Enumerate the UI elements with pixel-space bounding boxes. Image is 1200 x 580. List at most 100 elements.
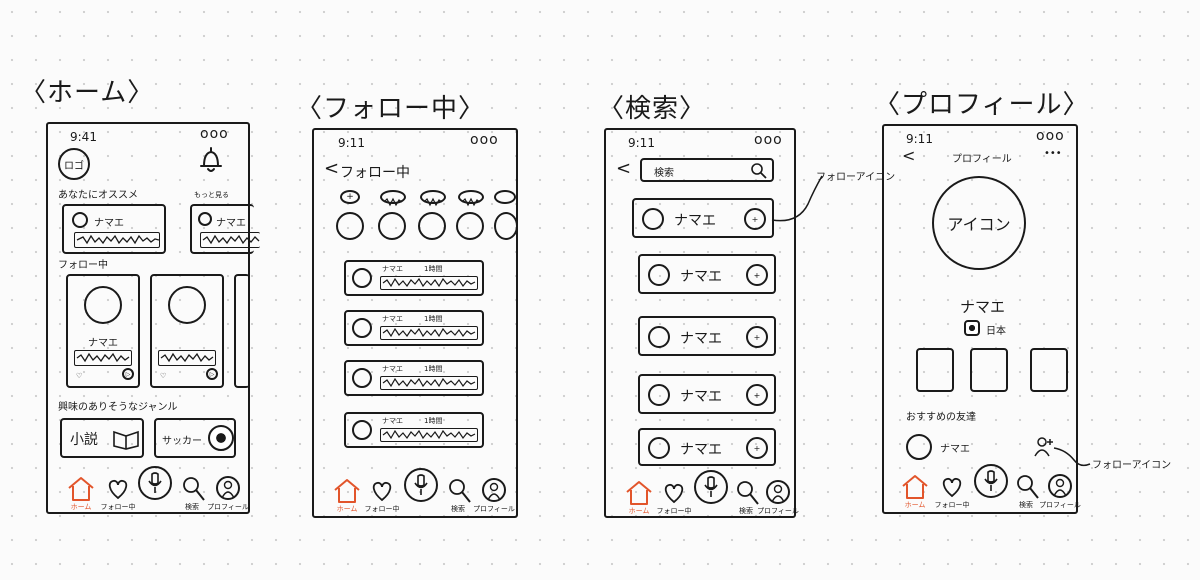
search-result-item[interactable]: ナマエ + (638, 374, 776, 414)
record-button[interactable] (694, 470, 728, 504)
house-icon[interactable] (66, 476, 96, 502)
book-icon (113, 430, 139, 450)
search-result-item[interactable]: ナマエ + (638, 316, 776, 356)
nav-label-profile[interactable]: プロフィール (757, 507, 799, 515)
story-avatar[interactable] (378, 212, 406, 240)
record-button[interactable] (974, 464, 1008, 498)
follow-add-icon[interactable]: + (746, 437, 768, 459)
house-icon[interactable] (332, 478, 362, 504)
nav-label-search[interactable]: 検索 (739, 507, 753, 515)
search-icon[interactable] (1016, 474, 1040, 500)
back-chevron-icon[interactable]: < (902, 146, 916, 165)
back-chevron-icon[interactable]: < (616, 158, 632, 179)
following-list-item[interactable]: ナマエ 1時間 (344, 360, 484, 396)
following-list-item[interactable]: ナマエ 1時間 (344, 310, 484, 346)
bell-icon[interactable] (198, 146, 224, 174)
heart-icon[interactable] (662, 482, 686, 504)
status-time: 9:11 (338, 136, 365, 150)
nav-label-home[interactable]: ホーム (336, 505, 358, 513)
nav-label-search[interactable]: 検索 (185, 503, 199, 511)
media-thumbnail[interactable] (1030, 348, 1068, 392)
story-bubble[interactable] (380, 190, 406, 207)
search-placeholder: 検索 (654, 168, 674, 179)
nav-label-following[interactable]: フォロー中 (656, 507, 692, 515)
nav-label-home[interactable]: ホーム (904, 501, 926, 509)
nav-label-home[interactable]: ホーム (70, 503, 92, 511)
follow-add-icon[interactable]: + (746, 384, 768, 406)
recommend-card-name: ナマエ (216, 218, 246, 229)
following-list-item[interactable]: ナマエ 1時間 (344, 260, 484, 296)
microphone-icon (414, 474, 428, 495)
media-thumbnail[interactable] (916, 348, 954, 392)
media-thumbnail[interactable] (970, 348, 1008, 392)
follow-add-icon[interactable] (1034, 436, 1056, 458)
heart-icon[interactable]: ♡ (76, 372, 83, 380)
genre-card[interactable]: サッカー (154, 418, 236, 458)
heart-icon[interactable] (106, 478, 130, 500)
story-bubble[interactable] (494, 190, 516, 204)
play-icon[interactable]: ▷ (206, 368, 218, 380)
search-icon[interactable] (448, 478, 472, 504)
item-time: 1時間 (424, 365, 443, 373)
recommend-card[interactable]: ナマエ (190, 204, 260, 254)
heart-icon[interactable] (370, 480, 394, 502)
following-card[interactable]: ナマエ ♡ ▷ (66, 274, 140, 388)
following-card[interactable]: ♡ ▷ (150, 274, 224, 388)
following-list-item[interactable]: ナマエ 1時間 (344, 412, 484, 448)
nav-label-search[interactable]: 検索 (451, 505, 465, 513)
more-menu-icon[interactable]: ••• (1044, 148, 1062, 159)
story-avatar[interactable] (418, 212, 446, 240)
add-story-icon[interactable]: + (340, 190, 360, 204)
recommend-card[interactable]: ナマエ (62, 204, 166, 254)
friend-avatar[interactable] (906, 434, 932, 460)
story-avatar[interactable] (336, 212, 364, 240)
search-icon[interactable] (182, 476, 206, 502)
story-avatar[interactable] (456, 212, 484, 240)
nav-label-search[interactable]: 検索 (1019, 501, 1033, 509)
person-icon[interactable] (766, 480, 790, 504)
back-chevron-icon[interactable]: < (324, 158, 340, 179)
genre-card[interactable]: 小説 (60, 418, 144, 458)
nav-label-profile[interactable]: プロフィール (1039, 501, 1081, 509)
search-icon[interactable] (750, 162, 768, 180)
nav-label-following[interactable]: フォロー中 (364, 505, 400, 513)
story-avatar[interactable] (494, 212, 518, 240)
follow-add-icon[interactable]: + (744, 208, 766, 230)
heart-icon[interactable]: ♡ (160, 372, 167, 380)
heart-icon[interactable] (940, 476, 964, 498)
person-icon[interactable] (1048, 474, 1072, 498)
nav-label-home[interactable]: ホーム (628, 507, 650, 515)
search-result-item[interactable]: ナマエ + (632, 198, 774, 238)
see-more-link[interactable]: もっと見る (194, 191, 229, 199)
nav-label-profile[interactable]: プロフィール (473, 505, 515, 513)
search-icon[interactable] (736, 480, 760, 506)
item-time: 1時間 (424, 265, 443, 273)
story-bubble[interactable] (458, 190, 484, 207)
profile-icon[interactable]: アイコン (932, 176, 1026, 270)
audio-waveform (380, 276, 478, 290)
search-input[interactable]: 検索 (640, 158, 774, 182)
audio-waveform (74, 350, 132, 366)
person-icon[interactable] (482, 478, 506, 502)
house-icon[interactable] (624, 480, 654, 506)
result-name: ナマエ (680, 331, 722, 347)
story-bubble[interactable] (420, 190, 446, 207)
record-button[interactable] (404, 468, 438, 502)
person-icon[interactable] (216, 476, 240, 500)
status-time: 9:11 (628, 136, 655, 150)
nav-label-following[interactable]: フォロー中 (934, 501, 970, 509)
follow-add-icon[interactable]: + (746, 326, 768, 348)
nav-label-following[interactable]: フォロー中 (100, 503, 136, 511)
record-button[interactable] (138, 466, 172, 500)
nav-label-profile[interactable]: プロフィール (207, 503, 249, 511)
item-time: 1時間 (424, 315, 443, 323)
search-result-item[interactable]: ナマエ + (638, 254, 776, 294)
logo: ロゴ (58, 148, 90, 180)
follow-add-icon[interactable]: + (746, 264, 768, 286)
search-result-item[interactable]: ナマエ + (638, 428, 776, 466)
following-card-partial[interactable] (234, 274, 250, 388)
annotation-follow-icon: フォローアイコン (1092, 460, 1172, 471)
phone-frame-home: 9:41 ooo ロゴ あなたにオススメ もっと見る ナマエ ナマエ フォロー中… (46, 122, 260, 514)
play-icon[interactable]: ▷ (122, 368, 134, 380)
house-icon[interactable] (900, 474, 930, 500)
